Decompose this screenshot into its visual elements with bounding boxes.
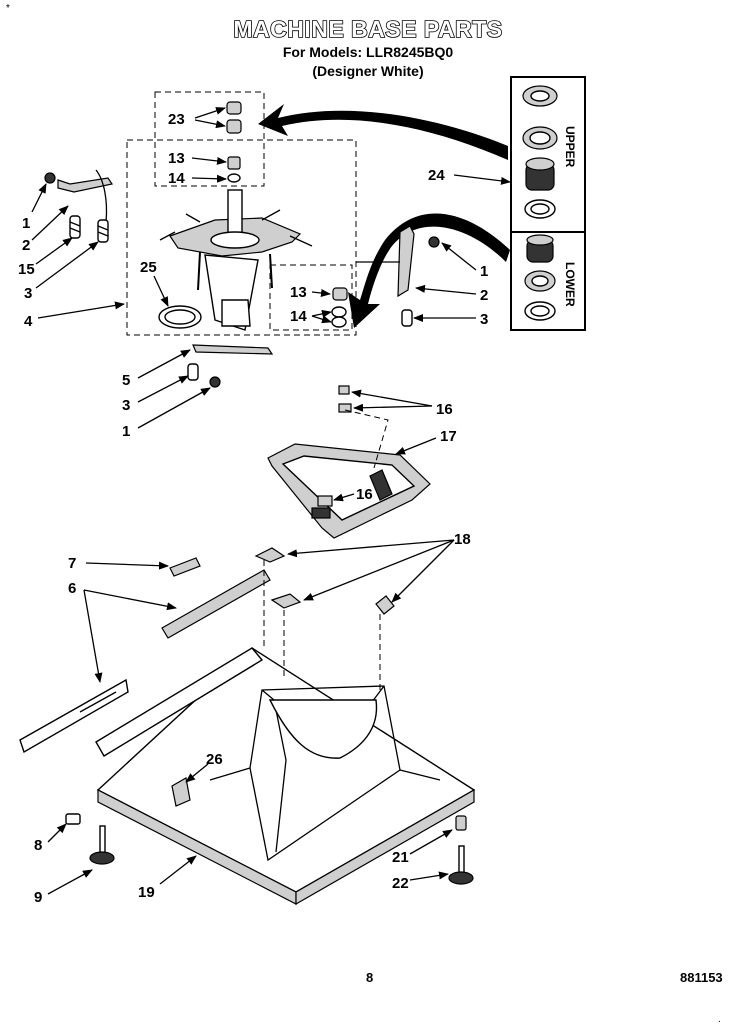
callout-6: 6 bbox=[68, 580, 76, 597]
callout-16: 16 bbox=[436, 401, 453, 418]
callout-15: 15 bbox=[18, 261, 35, 278]
callout-1-right: 1 bbox=[480, 263, 488, 280]
callout-7: 7 bbox=[68, 555, 76, 572]
part-6-rail-lower bbox=[19, 678, 129, 754]
part-23-upper bbox=[226, 101, 242, 115]
part-17-frame bbox=[267, 443, 431, 539]
callout-14-lower: 14 bbox=[290, 308, 307, 325]
part-16-clip-b bbox=[338, 403, 352, 413]
finish-note: (Designer White) bbox=[312, 63, 424, 79]
callout-13: 13 bbox=[168, 150, 185, 167]
callout-9: 9 bbox=[34, 889, 42, 906]
corner-mark: * bbox=[6, 3, 10, 14]
part-2-strap bbox=[57, 177, 113, 193]
part-15-spring bbox=[69, 215, 81, 239]
callout-22: 22 bbox=[392, 875, 409, 892]
part-3-center-spring bbox=[187, 363, 199, 381]
callout-leaders bbox=[31, 107, 511, 895]
part-14-lower-b bbox=[331, 316, 347, 328]
part-9-leveling-foot bbox=[89, 851, 115, 865]
callout-17: 17 bbox=[440, 428, 457, 445]
gearcase-dashed-box bbox=[126, 139, 357, 336]
lower-kit-label: LOWER bbox=[563, 262, 577, 307]
callout-13-lower: 13 bbox=[290, 284, 307, 301]
document-number: 881153 bbox=[680, 970, 723, 985]
part-26-bracket bbox=[171, 777, 191, 807]
part-14-upper bbox=[227, 173, 241, 183]
callout-18: 18 bbox=[454, 531, 471, 548]
gearcase-assembly bbox=[159, 189, 313, 331]
right-strap-group bbox=[356, 225, 440, 327]
callout-numbers: 23 13 14 24 1 2 15 3 25 4 13 14 1 2 3 5 … bbox=[18, 111, 488, 906]
upper-bearing-dashed-box bbox=[154, 91, 265, 187]
part-7-clip bbox=[169, 557, 201, 577]
part-22-leveling-foot bbox=[448, 871, 474, 885]
callout-24: 24 bbox=[428, 167, 445, 184]
callout-1: 1 bbox=[22, 215, 30, 232]
part-2-right-strap bbox=[397, 225, 415, 298]
callout-8: 8 bbox=[34, 837, 42, 854]
model-number: For Models: LLR8245BQ0 bbox=[282, 44, 454, 60]
callout-19: 19 bbox=[138, 884, 155, 901]
lower-kit-box bbox=[510, 231, 586, 331]
upper-kit-label: UPPER bbox=[563, 126, 577, 168]
part-16-clip-c bbox=[317, 495, 333, 507]
part-8-pad bbox=[65, 813, 81, 825]
callout-5: 5 bbox=[122, 372, 130, 389]
callout-3-center: 3 bbox=[122, 397, 130, 414]
part-1-center-bolt bbox=[209, 376, 221, 388]
callout-2: 2 bbox=[22, 237, 30, 254]
part-21-bushing bbox=[455, 815, 467, 831]
part-6-rail-upper bbox=[161, 569, 271, 639]
lower-bearing-dashed-box bbox=[269, 264, 353, 331]
callout-14: 14 bbox=[168, 170, 185, 187]
callout-3: 3 bbox=[24, 285, 32, 302]
callout-4: 4 bbox=[24, 313, 33, 330]
part-1-bolt bbox=[44, 172, 56, 184]
callout-26: 26 bbox=[206, 751, 223, 768]
part-18-clip-a bbox=[254, 547, 286, 563]
callout-2-right: 2 bbox=[480, 287, 488, 304]
part-18-clip-b bbox=[270, 593, 302, 609]
upper-kit-arrow bbox=[258, 104, 508, 160]
part-3-spring bbox=[97, 219, 109, 243]
callout-1-center: 1 bbox=[122, 423, 130, 440]
part-16-clip-a bbox=[338, 385, 350, 395]
callout-21: 21 bbox=[392, 849, 409, 866]
part-18-clip-c bbox=[375, 595, 395, 615]
callout-25: 25 bbox=[140, 259, 157, 276]
callout-16-lower: 16 bbox=[356, 486, 373, 503]
callout-3-right: 3 bbox=[480, 311, 488, 328]
part-1-right-bolt bbox=[428, 236, 440, 248]
page-number: 8 bbox=[366, 970, 374, 985]
part-5-strap bbox=[192, 344, 274, 355]
part-3-right-spring bbox=[401, 309, 413, 327]
callout-23: 23 bbox=[168, 111, 185, 128]
part-14-lower-a bbox=[331, 306, 347, 318]
bearing-kit-boxes: UPPER LOWER bbox=[510, 76, 586, 331]
left-strap-group bbox=[44, 169, 113, 243]
part-19-base-frame bbox=[95, 647, 476, 906]
part-23-lower bbox=[226, 119, 242, 134]
corner-dot: . bbox=[718, 1014, 721, 1025]
part-13-upper bbox=[227, 156, 241, 170]
page-title: MACHINE BASE PARTS bbox=[233, 15, 503, 43]
part-13-lower bbox=[332, 287, 348, 301]
lower-kit-arrow bbox=[348, 213, 510, 328]
